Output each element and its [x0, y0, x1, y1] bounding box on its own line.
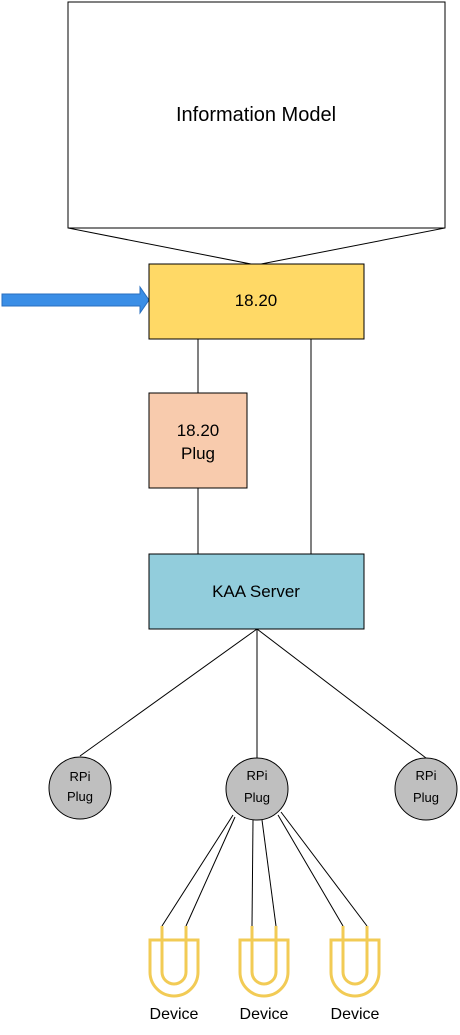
- plug-box-rect: [148, 392, 248, 489]
- rpi-node-label-line1: RPi: [70, 769, 91, 784]
- information-model: Information Model: [67, 1, 446, 266]
- input-arrow: [1, 285, 150, 315]
- system-box-rect: [148, 263, 365, 340]
- device: Device: [329, 926, 381, 1023]
- connector-rpi-to-device-3b: [280, 811, 368, 927]
- system-box: 18.20: [148, 263, 365, 340]
- connector-server-to-rpi-left: [79, 628, 258, 757]
- rpi-node-label-line1: RPi: [247, 768, 268, 783]
- device: Device: [148, 926, 200, 1023]
- connector-rpi-to-device-3a: [277, 814, 344, 927]
- device-icon-inner: [160, 926, 188, 986]
- plug-box-label-line2: Plug: [181, 444, 215, 463]
- rpi-node-label-line2: Plug: [244, 790, 270, 805]
- connector-rpi-to-device-1b: [185, 816, 236, 927]
- rpi-node-label-line2: Plug: [413, 790, 439, 805]
- information-model-label: Information Model: [176, 104, 336, 126]
- connectors: [79, 339, 427, 927]
- system-box-label: 18.20: [235, 291, 278, 310]
- device-icon: [148, 938, 200, 998]
- rpi-node: RPi Plug: [48, 756, 112, 820]
- device-icon-inner: [250, 926, 278, 986]
- server-box: KAA Server: [148, 553, 365, 630]
- connector-rpi-to-device-1a: [161, 814, 234, 927]
- server-box-rect: [148, 553, 365, 630]
- rpi-node-circle: [48, 756, 112, 820]
- connector-server-to-rpi-right: [256, 628, 427, 759]
- rpi-node: RPi Plug: [225, 757, 289, 821]
- server-box-label: KAA Server: [212, 582, 300, 601]
- rpi-node-circle: [225, 757, 289, 821]
- device-icon: [238, 938, 290, 998]
- plug-box-label-line1: 18.20: [177, 421, 220, 440]
- device-label: Device: [240, 1006, 289, 1023]
- plug-box: 18.20 Plug: [148, 392, 248, 489]
- connector-rpi-to-device-2b: [261, 819, 277, 927]
- connector-rpi-to-device-2a: [251, 819, 254, 927]
- rpi-node-label-line2: Plug: [67, 789, 93, 804]
- rpi-node: RPi Plug: [394, 757, 458, 821]
- device-label: Device: [150, 1006, 199, 1023]
- device-label: Device: [331, 1006, 380, 1023]
- information-model-shape: [67, 1, 446, 266]
- device-icon-inner: [341, 926, 369, 986]
- rpi-node-circle: [394, 757, 458, 821]
- device: Device: [238, 926, 290, 1023]
- rpi-node-label-line1: RPi: [416, 768, 437, 783]
- device-icon: [329, 938, 381, 998]
